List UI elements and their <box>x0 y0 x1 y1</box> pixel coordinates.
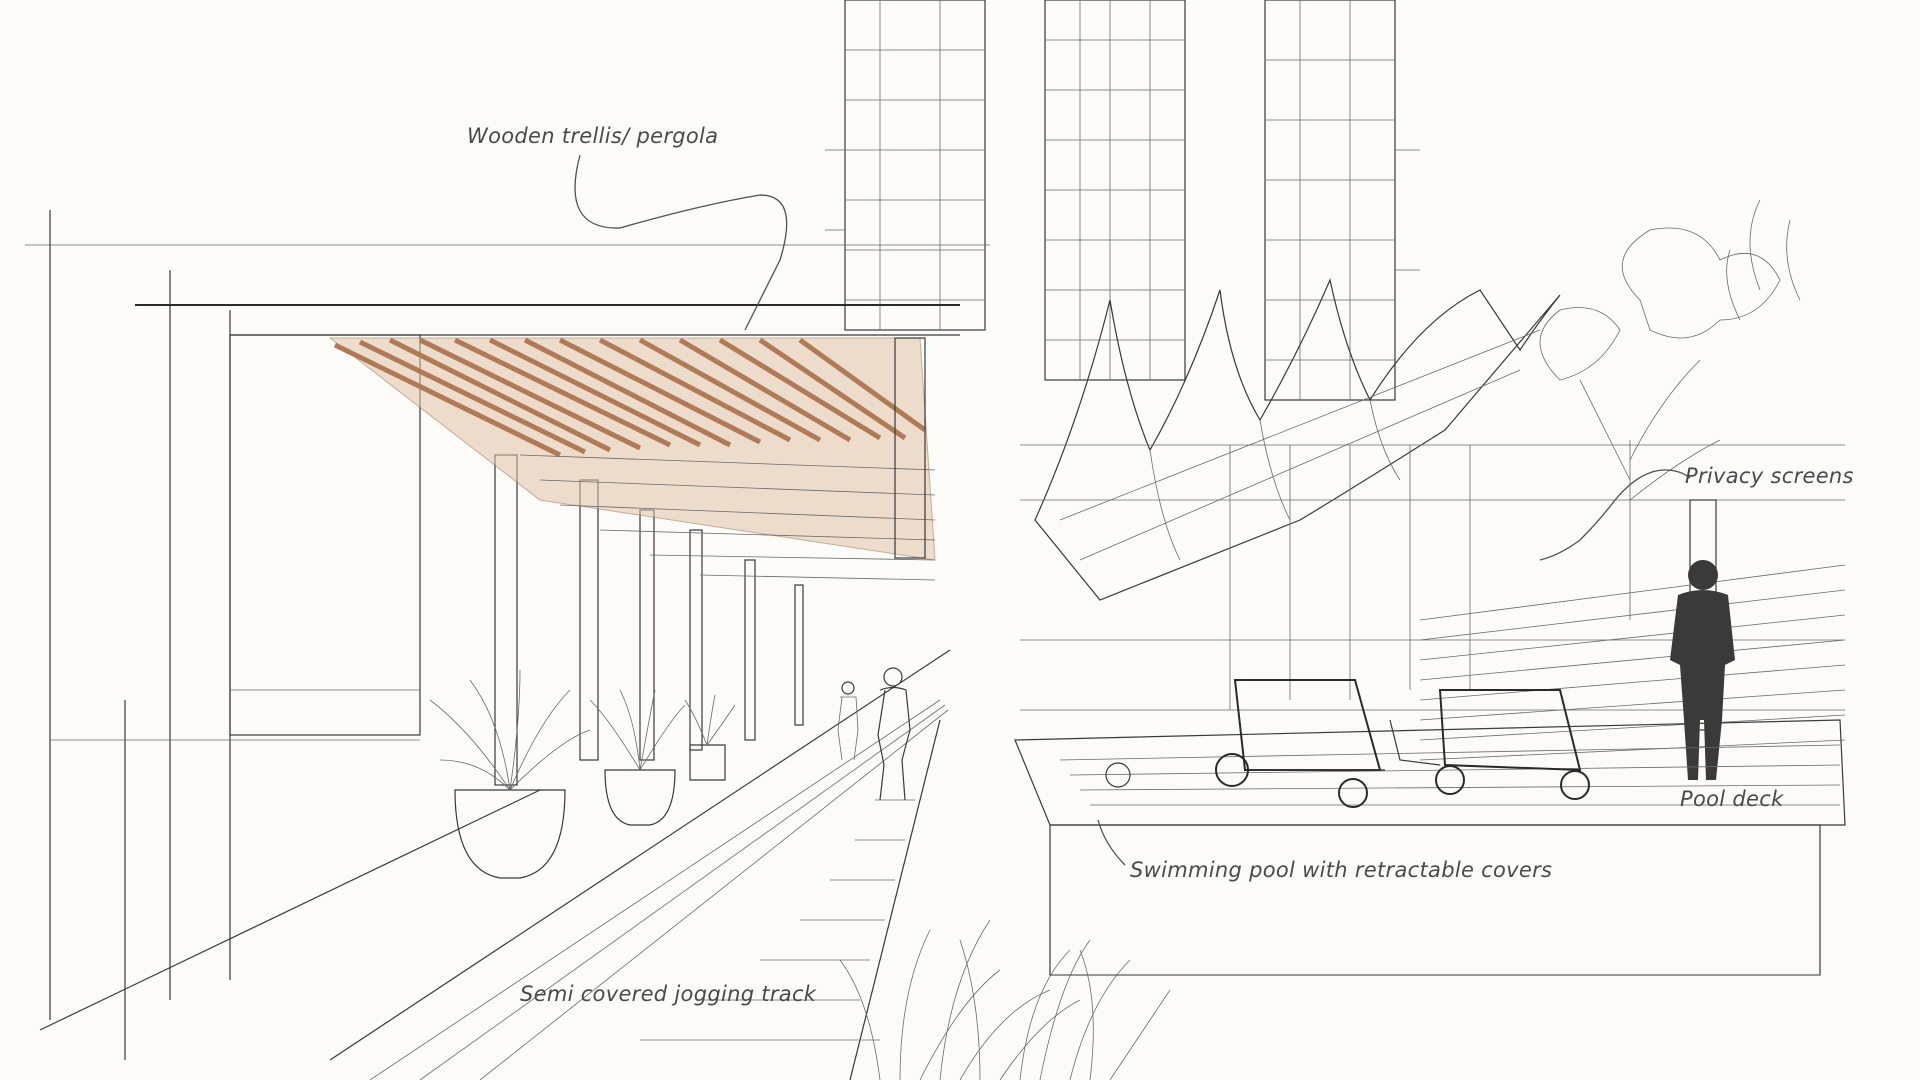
privacy-screens <box>1419 499 1846 761</box>
trees <box>1539 199 1801 620</box>
shade-sails <box>1034 278 1561 601</box>
foreground-plants <box>839 919 1171 1080</box>
standing-figure <box>1670 560 1735 780</box>
label-pool: Swimming pool with retractable covers <box>1130 858 1552 882</box>
trellis-leader <box>574 154 788 331</box>
privacy-leader <box>1539 469 1691 561</box>
label-pool-deck: Pool deck <box>1680 787 1784 811</box>
wooden-pergola <box>328 337 936 581</box>
planters <box>429 669 736 879</box>
lounge-chairs <box>1105 679 1590 808</box>
pool-deck <box>1014 719 1846 976</box>
label-privacy: Privacy screens <box>1685 464 1854 488</box>
background-towers <box>825 0 1420 401</box>
pool-leader <box>1097 819 1126 866</box>
label-trellis: Wooden trellis/ pergola <box>467 124 718 148</box>
walking-figures <box>837 667 911 801</box>
label-jogging: Semi covered jogging track <box>520 982 817 1006</box>
annotations: Wooden trellis/ pergola Privacy screens … <box>467 124 1854 1006</box>
